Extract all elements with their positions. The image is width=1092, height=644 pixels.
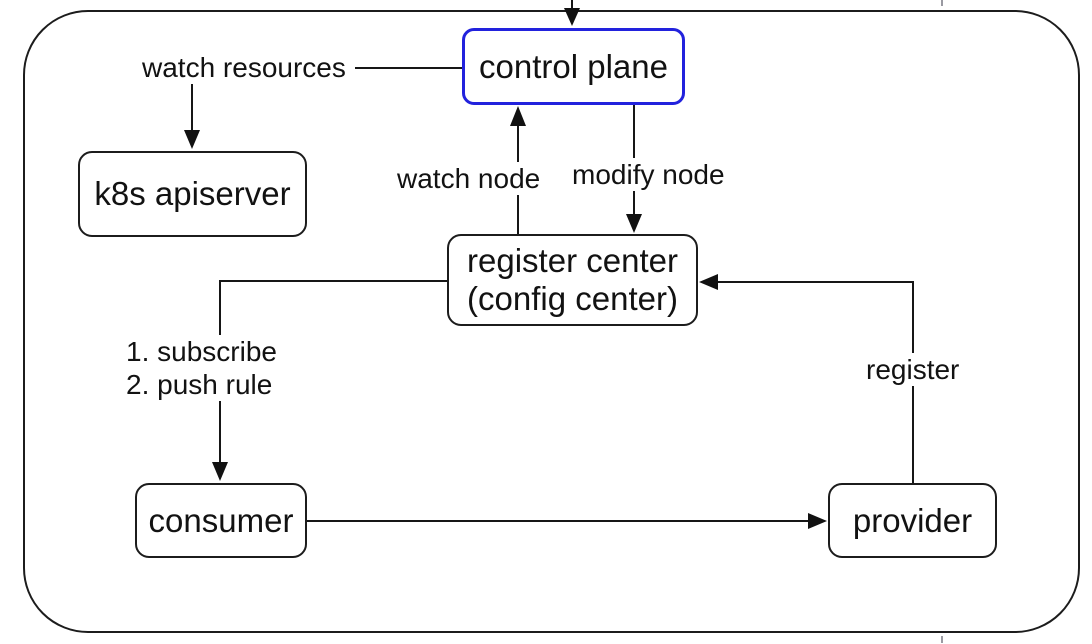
- edge-label-modify-node: modify node: [570, 158, 727, 191]
- cluster-boundary-box: [23, 10, 1080, 633]
- edge-label-subscribe-line2: 2. push rule: [126, 369, 273, 400]
- edge-label-subscribe-line1: 1. subscribe: [126, 336, 277, 367]
- node-consumer: consumer: [135, 483, 307, 558]
- edge-label-register: register: [860, 353, 966, 386]
- node-k8s-apiserver-label: k8s apiserver: [94, 175, 291, 212]
- node-control-plane: control plane: [462, 28, 685, 105]
- node-register-center-label-line2: (config center): [467, 280, 678, 317]
- node-control-plane-label: control plane: [479, 47, 668, 85]
- edge-label-watch-node: watch node: [395, 162, 543, 195]
- node-register-center: register center (config center): [447, 234, 698, 326]
- edge-label-watch-resources: watch resources: [142, 51, 346, 84]
- node-register-center-label-line1: register center: [467, 242, 678, 279]
- node-provider: provider: [828, 483, 997, 558]
- node-consumer-label: consumer: [148, 501, 294, 539]
- node-provider-label: provider: [852, 501, 973, 539]
- edge-label-subscribe-pushrule: 1. subscribe 2. push rule: [118, 335, 285, 401]
- node-k8s-apiserver: k8s apiserver: [78, 151, 307, 237]
